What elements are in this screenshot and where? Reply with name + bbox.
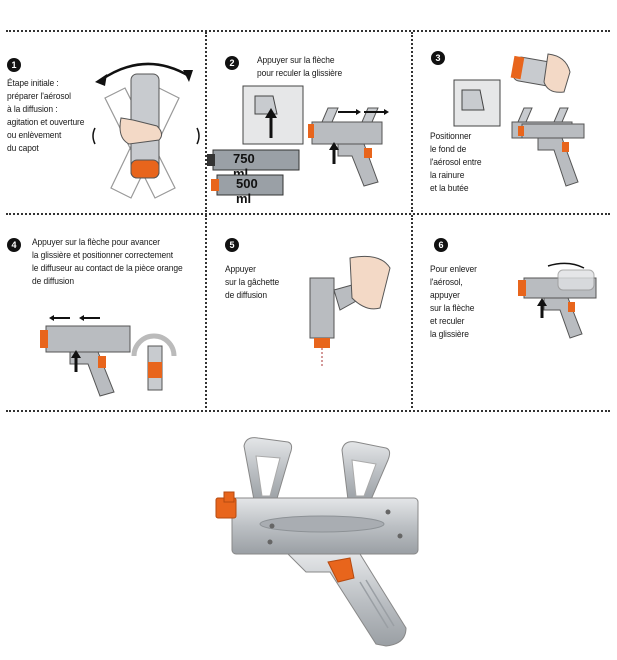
step-1-text: Étape initiale : préparer l'aérosol à la…	[7, 78, 85, 154]
divider-v2	[411, 32, 413, 212]
spray-gun-icon	[518, 123, 585, 187]
step-3-text: Positionner le fond de l'aérosol entre l…	[430, 131, 482, 194]
step-4-number: 4	[7, 238, 21, 252]
spray-gun-icon	[308, 107, 389, 187]
divider-bottom	[6, 410, 610, 412]
arrow-detail-icon	[242, 85, 304, 145]
step-2-text: Appuyer sur la flèche pour reculer la gl…	[257, 55, 343, 79]
trigger-press-icon	[309, 255, 391, 368]
spray-gun-icon	[518, 262, 597, 339]
can-500-label: 500 ml	[236, 176, 258, 206]
step-1-number: 1	[7, 58, 21, 72]
divider-v3	[205, 215, 207, 408]
step-3-number: 3	[431, 51, 445, 65]
divider-top	[6, 30, 610, 32]
divider-middle	[6, 213, 610, 215]
step-5-text: Appuyer sur la gâchette de diffusion	[225, 264, 280, 301]
divider-v4	[411, 215, 413, 408]
spray-gun-product-image	[215, 437, 419, 647]
nozzle-detail-icon	[131, 333, 177, 391]
step-4-text: Appuyer sur la flèche pour avancer la gl…	[32, 237, 183, 287]
step-5-number: 5	[225, 238, 239, 252]
aerosol-can-750-icon	[207, 149, 300, 171]
shaking-aerosol-icon	[92, 62, 200, 199]
step-6-number: 6	[434, 238, 448, 252]
aerosol-can-500-icon	[211, 174, 284, 196]
divider-v1	[205, 32, 207, 212]
step-6-text: Pour enlever l'aérosol, appuyer sur la f…	[430, 264, 477, 340]
spray-gun-icon	[40, 315, 131, 397]
step-2-number: 2	[225, 56, 239, 70]
